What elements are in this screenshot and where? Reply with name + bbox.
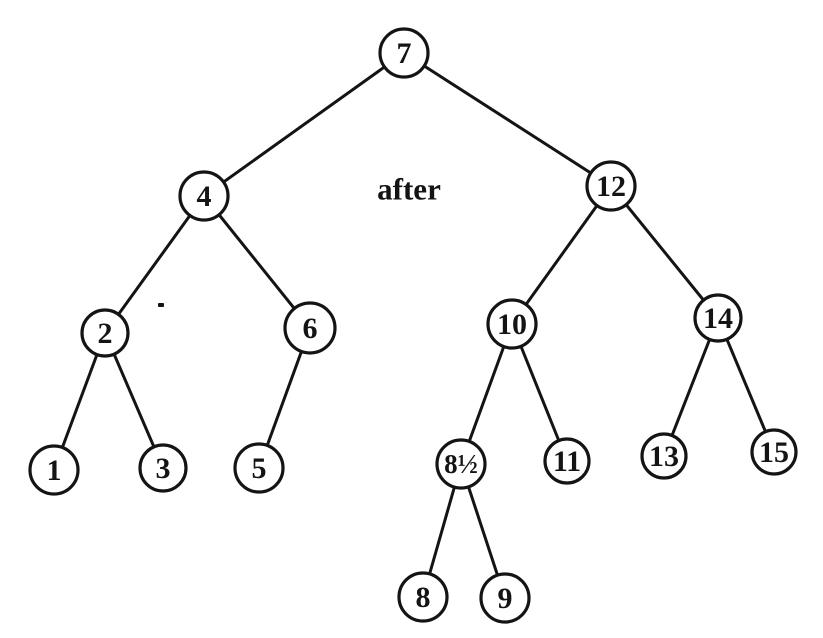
node-label-8.5: 8½ <box>444 449 478 479</box>
tree-edge-12-10 <box>510 184 613 326</box>
node-circle-9 <box>479 572 531 624</box>
tree-node-4: 4 <box>178 170 230 222</box>
scan-artifact-dot <box>158 303 164 307</box>
node-circle-1 <box>28 444 80 496</box>
tree-edge-7-12 <box>402 51 613 188</box>
node-label-6: 6 <box>303 312 318 345</box>
tree-node-2: 2 <box>80 308 130 358</box>
tree-edge-7-4 <box>202 51 406 198</box>
node-circle-11 <box>543 437 591 485</box>
node-label-10: 10 <box>497 308 527 341</box>
node-label-3: 3 <box>156 452 171 485</box>
node-circle-8.5 <box>435 438 487 490</box>
tree-node-3: 3 <box>138 443 188 493</box>
node-label-7: 7 <box>397 37 412 70</box>
tree-edge-4-6 <box>202 194 312 330</box>
tree-node-9: 9 <box>479 572 531 624</box>
node-circle-7 <box>378 27 430 79</box>
node-label-1: 1 <box>47 454 62 487</box>
node-circle-5 <box>233 442 285 494</box>
node-label-13: 13 <box>649 440 679 473</box>
node-circle-14 <box>693 293 743 343</box>
node-label-15: 15 <box>759 436 789 469</box>
node-circle-13 <box>640 432 688 480</box>
node-circle-4 <box>178 170 230 222</box>
tree-node-1: 1 <box>28 444 80 496</box>
tree-node-12: 12 <box>585 160 637 212</box>
node-circle-2 <box>80 308 130 358</box>
node-label-12: 12 <box>596 170 626 203</box>
tree-edge-12-14 <box>609 184 720 320</box>
node-circle-3 <box>138 443 188 493</box>
node-label-8: 8 <box>416 581 431 614</box>
tree-edge-4-2 <box>103 194 206 335</box>
tree-node-7: 7 <box>378 27 430 79</box>
node-circle-10 <box>486 298 538 350</box>
tree-node-10: 10 <box>486 298 538 350</box>
tree-edge-14-13 <box>662 316 720 458</box>
node-label-9: 9 <box>498 582 513 615</box>
tree-node-14: 14 <box>693 293 743 343</box>
tree-node-13: 13 <box>640 432 688 480</box>
tree-node-5: 5 <box>233 442 285 494</box>
node-label-2: 2 <box>98 317 113 350</box>
node-label-14: 14 <box>703 302 733 335</box>
tree-node-11: 11 <box>543 437 591 485</box>
node-circle-8 <box>397 571 449 623</box>
annotation-after: after <box>377 171 441 207</box>
node-label-4: 4 <box>197 180 212 213</box>
node-circle-6 <box>283 301 337 355</box>
tree-node-8: 8 <box>397 571 449 623</box>
tree-node-6: 6 <box>283 301 337 355</box>
tree-node-15: 15 <box>750 428 798 476</box>
node-circle-12 <box>585 160 637 212</box>
tree-node-8.5: 8½ <box>435 438 487 490</box>
node-label-11: 11 <box>553 445 581 478</box>
node-circle-15 <box>750 428 798 476</box>
node-label-5: 5 <box>252 452 267 485</box>
